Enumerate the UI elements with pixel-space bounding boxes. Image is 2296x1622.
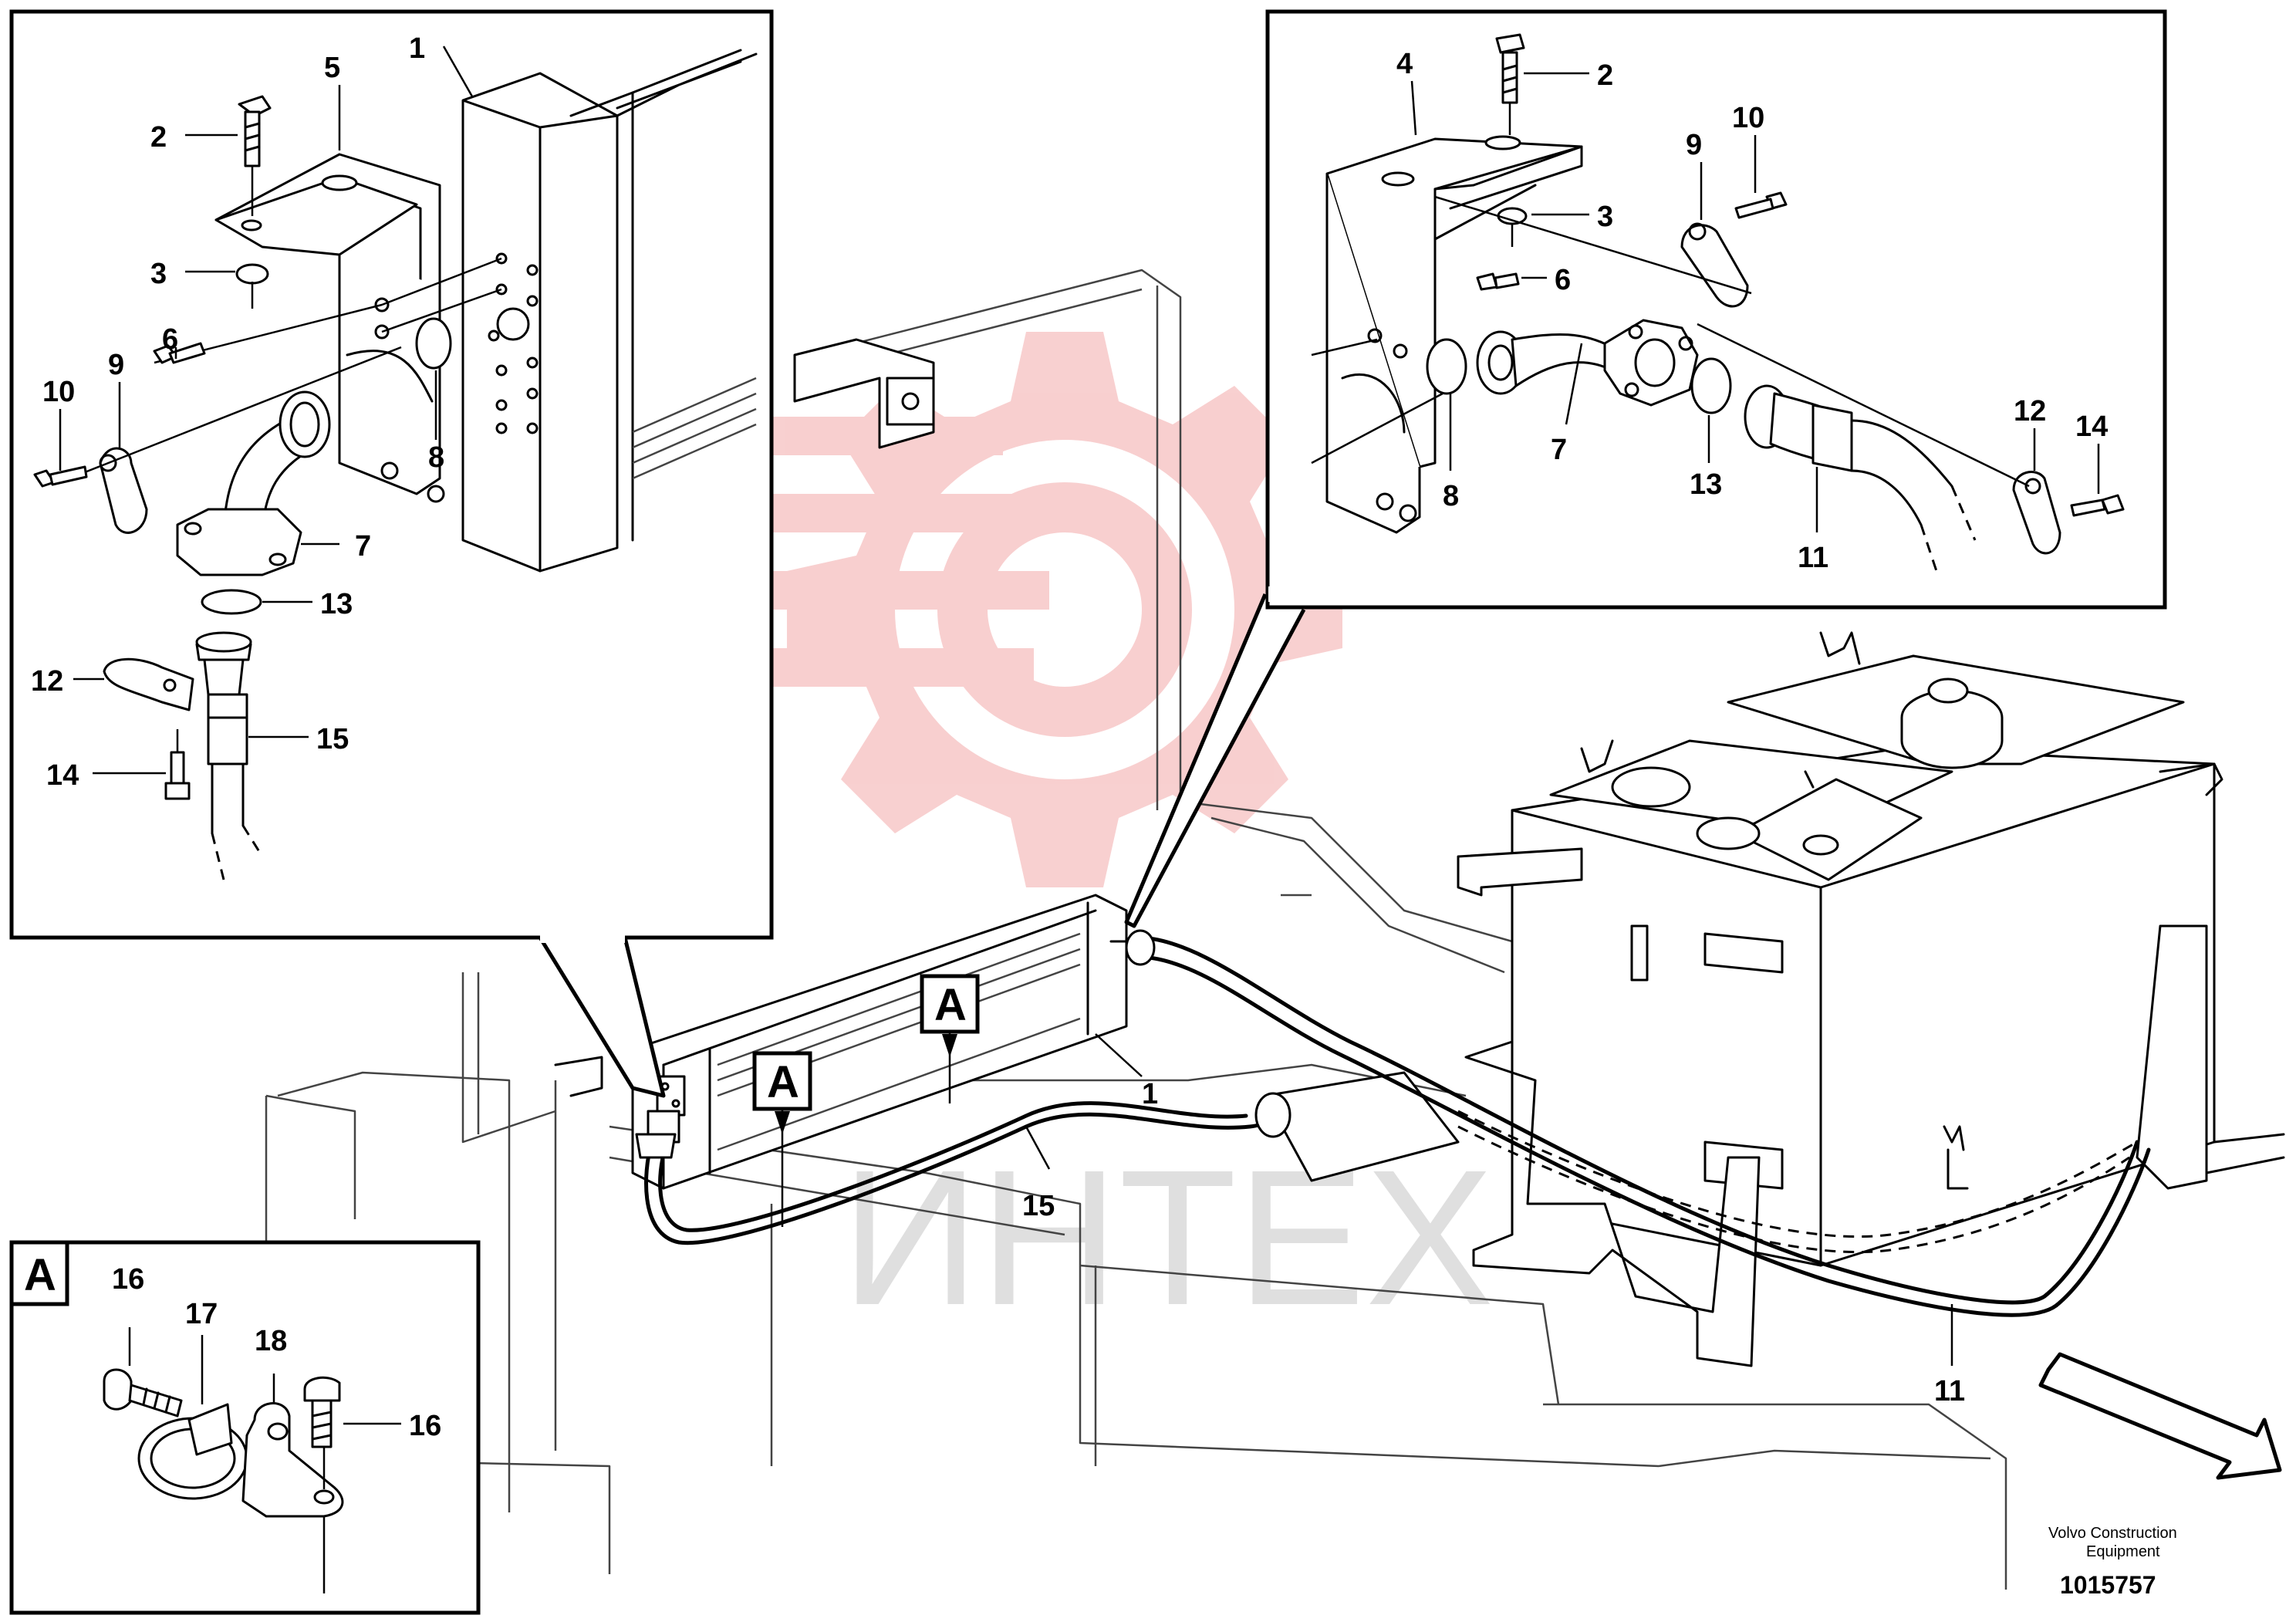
label-6-right: 6 <box>1555 264 1571 296</box>
label-14-left: 14 <box>46 759 79 792</box>
label-2-left: 2 <box>150 121 167 154</box>
label-7-left: 7 <box>355 530 371 563</box>
label-16-a-left: 16 <box>112 1263 144 1296</box>
arrow-icon <box>2038 1352 2282 1480</box>
label-13-right: 13 <box>1690 468 1722 501</box>
label-9-right: 9 <box>1686 129 1702 161</box>
label-3-left: 3 <box>150 258 167 290</box>
label-15-main: 15 <box>1022 1190 1055 1222</box>
label-15-left: 15 <box>316 723 349 755</box>
detail-view-a: A 16 17 18 16 <box>9 1240 481 1615</box>
detail-a-title: A <box>24 1250 56 1300</box>
label-12-left: 12 <box>31 665 63 698</box>
view-marker-box-2 <box>920 974 980 1034</box>
label-5-left: 5 <box>324 52 340 84</box>
watermark-gear-icon <box>694 332 1342 887</box>
oil-cooler <box>554 894 1128 1190</box>
callouts-main: 1 15 11 A A <box>752 974 2282 1480</box>
label-3-right: 3 <box>1597 201 1613 233</box>
label-8-left: 8 <box>428 441 444 474</box>
watermark-text: ИНТЕХ <box>841 1130 1494 1345</box>
drawing-number: 1015757 <box>2060 1571 2156 1599</box>
label-10-right: 10 <box>1732 102 1764 134</box>
label-2-right: 2 <box>1597 59 1613 92</box>
detail-view-left: 1 5 2 3 6 10 9 8 7 13 12 15 14 <box>9 9 774 1098</box>
label-6-left: 6 <box>162 323 178 356</box>
label-18-a: 18 <box>255 1325 287 1357</box>
detail-view-right: 4 2 3 6 9 10 8 7 13 11 12 14 <box>1124 9 2167 928</box>
label-14-right: 14 <box>2075 411 2108 443</box>
label-10-left: 10 <box>42 376 75 408</box>
label-12-right: 12 <box>2014 395 2046 427</box>
company-line-2: Equipment <box>2086 1543 2160 1560</box>
footer: Volvo Construction Equipment 1015757 <box>2048 1525 2177 1599</box>
label-4-right: 4 <box>1396 48 1413 80</box>
machine-frame <box>265 269 2007 1590</box>
label-17-a: 17 <box>185 1298 218 1330</box>
label-1-main: 1 <box>1142 1078 1158 1110</box>
label-11-right: 11 <box>1798 542 1828 574</box>
label-13-left: 13 <box>320 588 353 620</box>
label-7-right: 7 <box>1551 434 1567 466</box>
label-8-right: 8 <box>1443 480 1459 512</box>
label-1-left: 1 <box>409 32 425 65</box>
view-marker-a-1: A <box>767 1057 799 1107</box>
company-line-1: Volvo Construction <box>2048 1525 2177 1542</box>
label-9-left: 9 <box>108 349 124 381</box>
label-11-main: 11 <box>1934 1375 1965 1407</box>
hoses <box>635 929 2151 1317</box>
hydraulic-tank <box>1457 631 2285 1367</box>
view-marker-a-2: A <box>934 980 967 1030</box>
label-16-a-right: 16 <box>409 1410 441 1442</box>
